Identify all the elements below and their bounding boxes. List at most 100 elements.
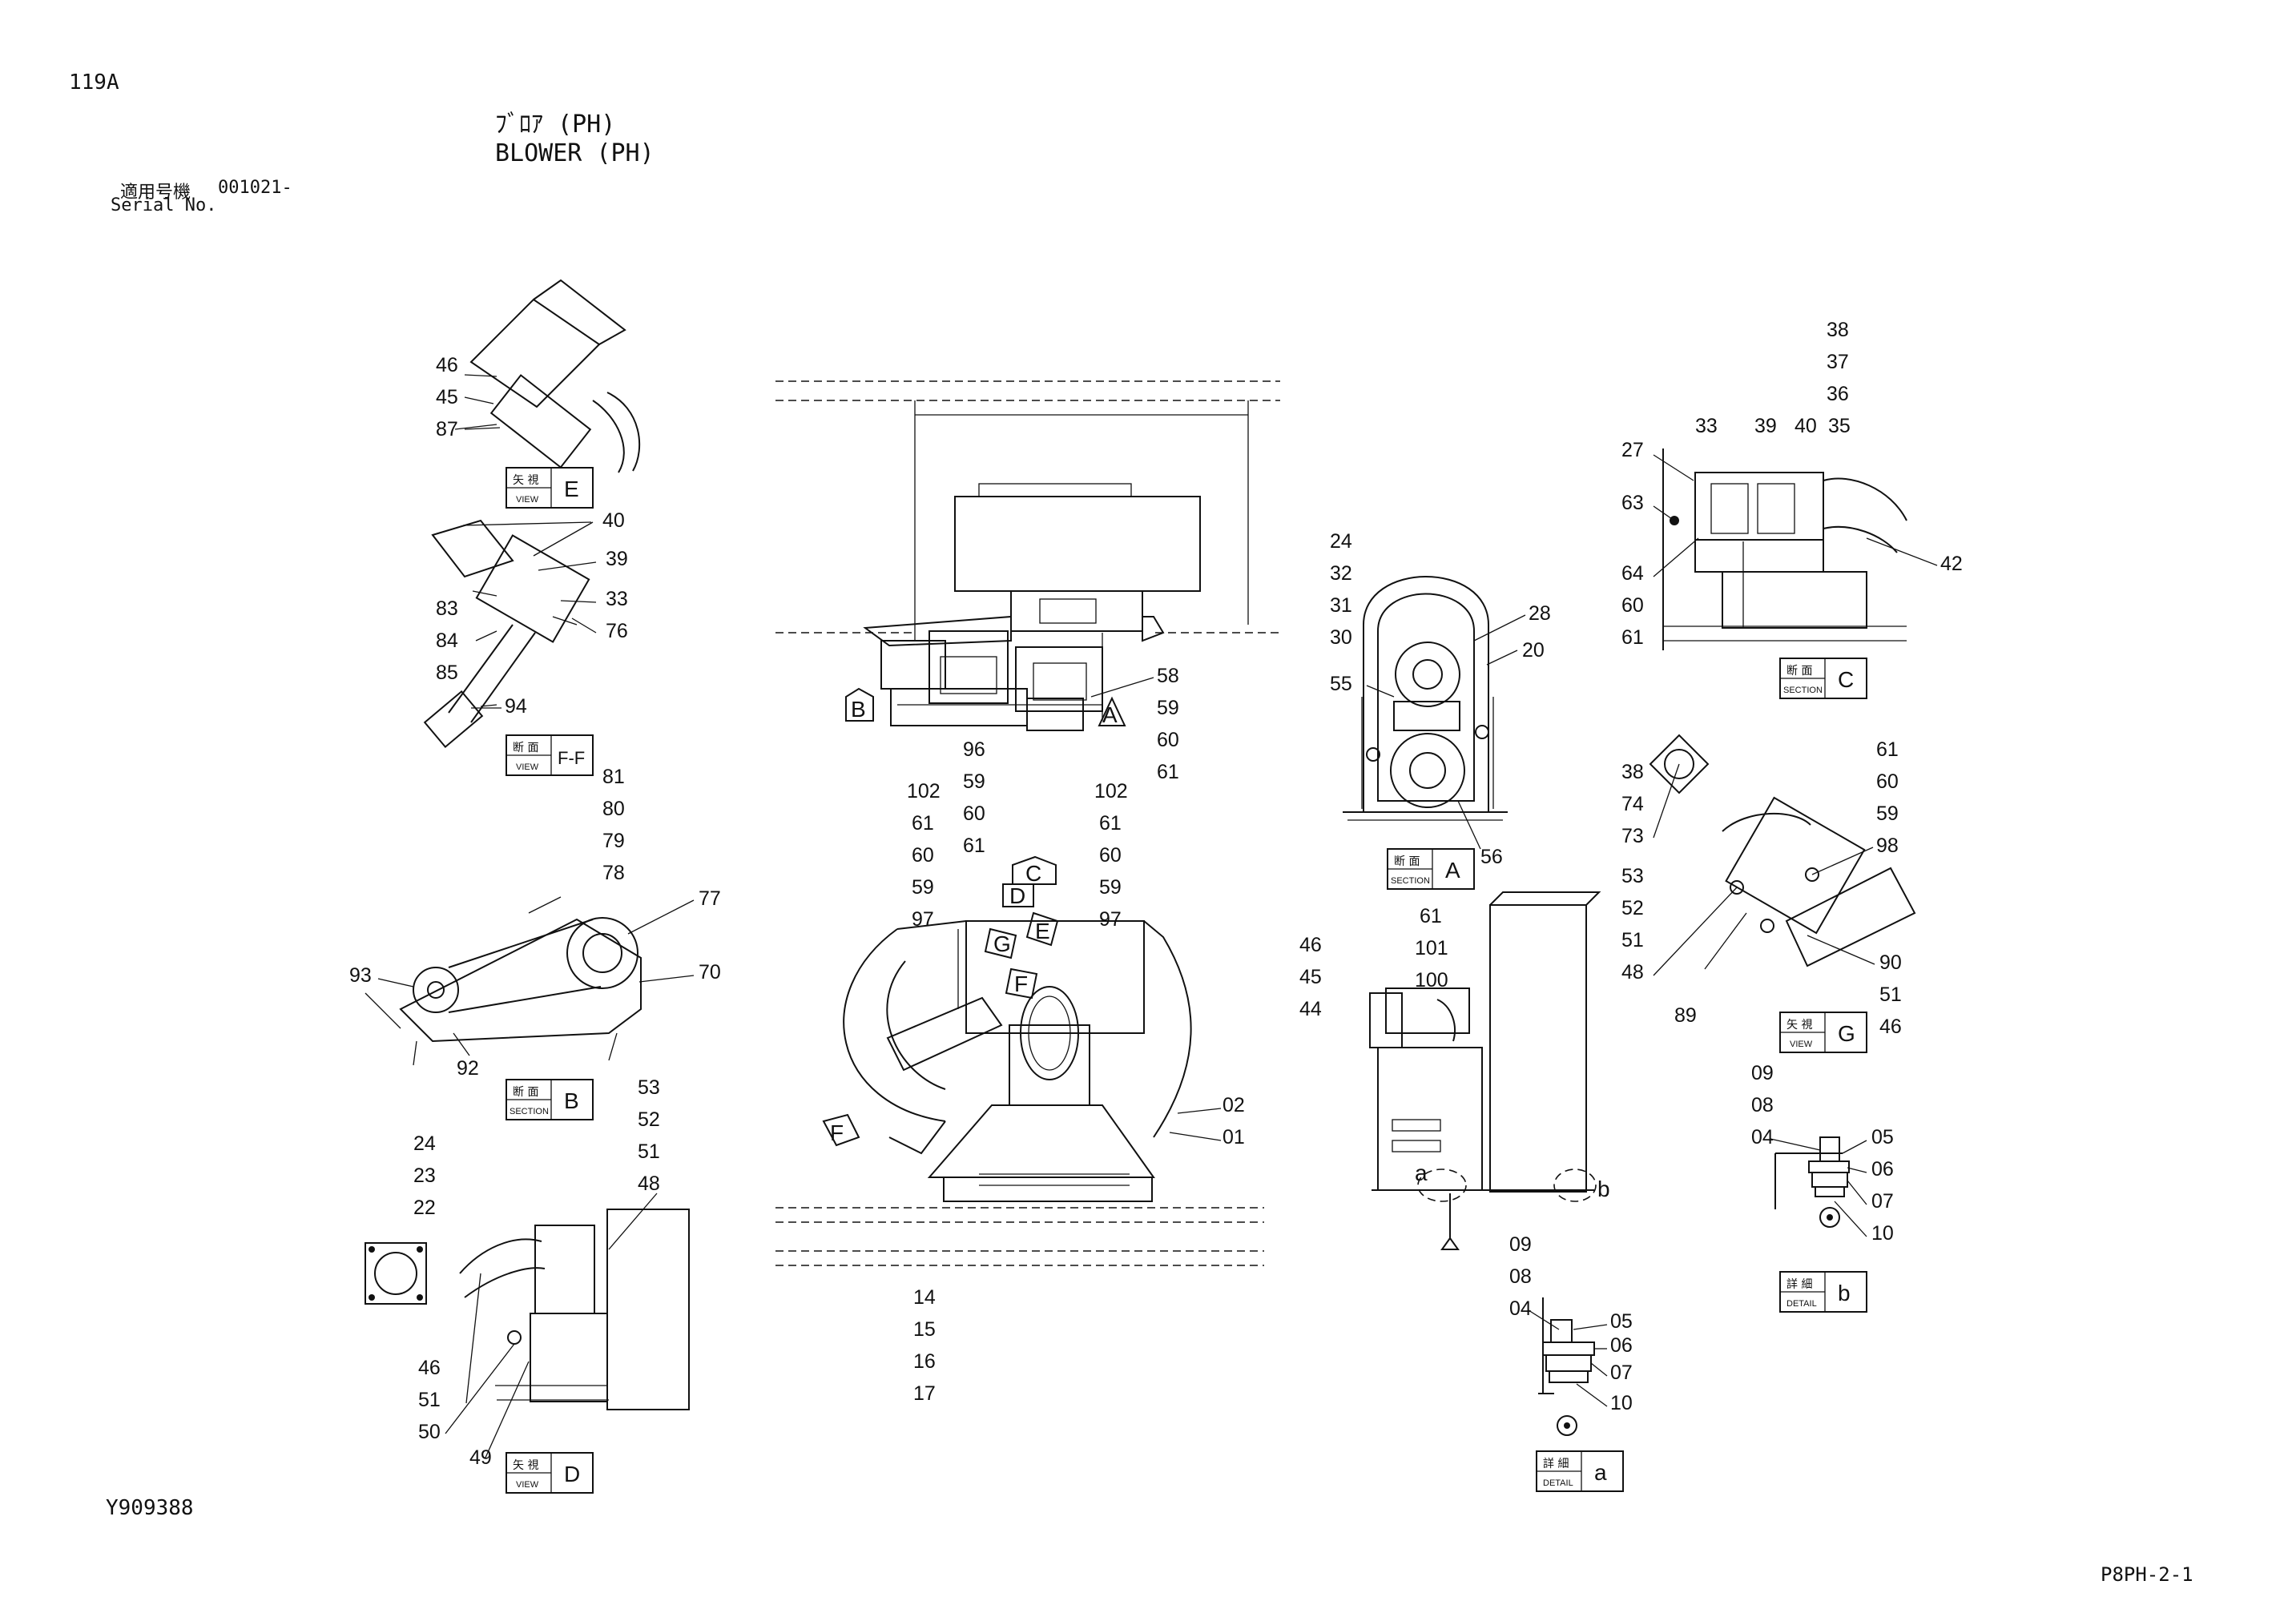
svg-text:詳 細: 詳 細 [1543,1458,1569,1470]
part-callouts-side: 61 101 100 46 45 44 [1299,905,1448,1020]
part-number: 33 [1695,415,1718,437]
part-number: 45 [436,386,458,408]
part-callouts-detail-a: 09 08 04 05 06 07 10 [1509,1233,1633,1414]
view-label-g: 矢 視 VIEW G [1779,1012,1867,1053]
detail-b-drawing [1774,1136,1850,1228]
part-number: 70 [699,961,721,983]
page-reference: P8PH-2-1 [2101,1563,2193,1586]
part-number: 49 [469,1446,492,1469]
svg-text:D: D [564,1462,580,1486]
part-number: 60 [1157,729,1179,751]
part-number: 94 [505,695,527,718]
part-number: 07 [1871,1190,1894,1213]
part-number: 38 [1827,319,1849,341]
part-number: 05 [1610,1310,1633,1333]
arrow-marker-c: C [1025,861,1041,886]
part-number: 24 [1330,530,1352,553]
part-number: 40 [1795,415,1817,437]
part-number: 60 [1621,594,1644,617]
drawing-number: Y909388 [106,1496,194,1520]
section-c-drawing [1662,448,1907,650]
part-number: 77 [699,887,721,910]
part-number: 102 [907,780,941,802]
svg-text:B: B [564,1088,579,1113]
svg-text:矢 視: 矢 視 [1786,1019,1812,1032]
part-number: 36 [1827,383,1849,405]
svg-text:DETAIL: DETAIL [1786,1299,1817,1309]
part-number: 79 [602,830,625,852]
arrow-marker-a: A [1102,702,1118,727]
part-number: 59 [1099,876,1122,899]
svg-text:断 面: 断 面 [1786,665,1812,678]
view-label-a: 断 面 SECTION A [1387,848,1475,890]
part-number: 92 [457,1057,479,1080]
part-number: 52 [1621,897,1644,919]
section-b-drawing [365,896,642,1066]
detail-marker-a: a [1415,1160,1428,1185]
part-number: 64 [1621,562,1644,585]
side-view-drawing: a b [1369,891,1610,1250]
part-number: 61 [1621,626,1644,649]
part-callouts-detail-b: 09 08 04 05 06 07 10 [1751,1062,1894,1245]
arrow-marker-d: D [1009,883,1025,908]
part-number: 83 [436,597,458,620]
serial-label-english: Serial No. [111,195,217,215]
part-number: 48 [638,1173,660,1195]
part-number: 09 [1509,1233,1532,1256]
leader-lines [377,424,1938,1458]
main-top-view: B A [775,380,1280,731]
svg-text:VIEW: VIEW [516,495,539,505]
view-g-drawing [1649,734,1916,970]
svg-text:詳 細: 詳 細 [1786,1278,1812,1291]
part-callouts-main-front-bottom: 02 01 14 15 16 17 [913,1094,1245,1405]
svg-text:E: E [564,477,579,501]
part-number: 33 [606,588,628,610]
svg-text:A: A [1445,858,1460,883]
part-number: 16 [913,1350,936,1373]
part-number: 05 [1871,1126,1894,1148]
part-number: 35 [1828,415,1851,437]
arrow-marker-f-upper: F [1014,971,1028,996]
part-number: 46 [1879,1016,1902,1038]
view-d-drawing [365,1209,690,1410]
svg-text:SECTION: SECTION [1391,876,1430,886]
svg-text:断 面: 断 面 [1394,855,1420,868]
part-callouts-section-a: 24 32 31 30 28 20 55 56 [1330,530,1551,868]
part-number: 76 [606,620,628,642]
part-number: 01 [1223,1126,1245,1148]
view-label-detail-a: 詳 細 DETAIL a [1536,1450,1624,1492]
part-number: 24 [413,1132,436,1155]
part-number: 53 [1621,865,1644,887]
part-number: 90 [1879,951,1902,974]
part-number: 52 [638,1108,660,1131]
part-number: 61 [1876,738,1899,761]
part-number: 28 [1529,602,1551,625]
part-number: 100 [1415,969,1448,992]
svg-text:SECTION: SECTION [1783,686,1823,695]
svg-text:断 面: 断 面 [513,742,538,754]
view-ff-drawing [423,519,592,749]
view-label-ff: 断 面 VIEW F-F [506,734,594,776]
view-label-b: 断 面 SECTION B [506,1079,594,1120]
part-number: 97 [1099,908,1122,931]
part-number: 63 [1621,492,1644,514]
part-number: 30 [1330,626,1352,649]
part-number: 74 [1621,793,1644,815]
title-japanese: ﾌﾞﾛｱ (PH) [495,111,616,139]
part-number: 78 [602,862,625,884]
part-number: 40 [602,509,625,532]
part-number: 61 [963,835,985,857]
view-label-detail-b: 詳 細 DETAIL b [1779,1271,1867,1313]
part-number: 31 [1330,594,1352,617]
arrow-marker-f-lower: F [830,1120,844,1145]
arrow-marker-e: E [1035,919,1050,943]
part-number: 27 [1621,439,1644,461]
part-number: 53 [638,1076,660,1099]
part-number: 22 [413,1197,436,1219]
part-number: 59 [963,770,985,793]
part-number: 58 [1157,665,1179,687]
part-number: 15 [913,1318,936,1341]
part-number: 38 [1621,761,1644,783]
